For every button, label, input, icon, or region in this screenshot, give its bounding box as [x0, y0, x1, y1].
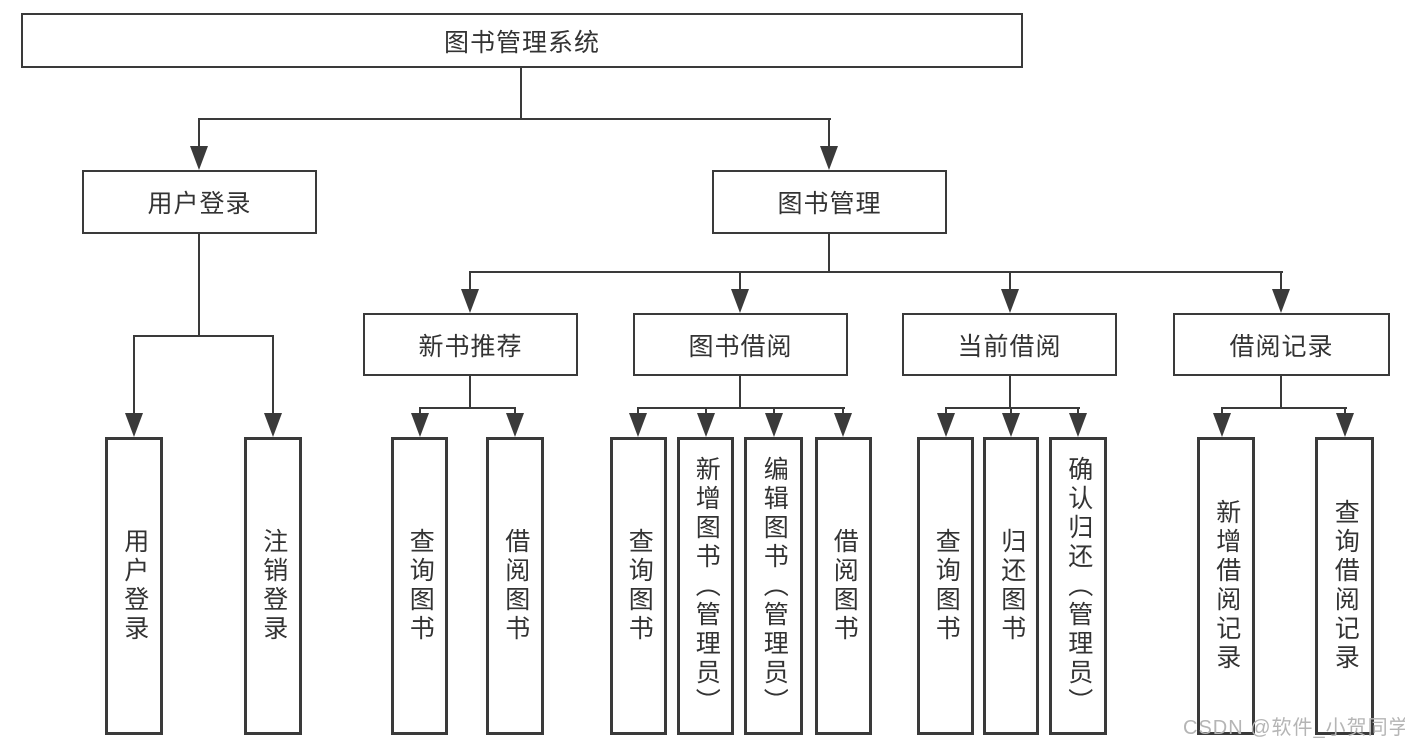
arrow-down-icon: [765, 413, 783, 437]
connector-leaf-stem: [773, 407, 775, 417]
connector-leaf-stem: [1344, 407, 1346, 417]
connector-user-login-stem: [198, 118, 200, 152]
node-user-login: 用户登录: [82, 170, 317, 234]
node-leaf-add-book-admin: 新增图书（管理员）: [677, 437, 734, 735]
node-leaf-user-login: 用户登录: [105, 437, 163, 735]
arrow-down-icon: [1069, 413, 1087, 437]
connector-leaf-stem: [133, 335, 135, 415]
connector-borrow-record-stem: [1280, 271, 1282, 291]
node-leaf-add-borrow-record: 新增借阅记录: [1197, 437, 1255, 735]
connector-leaf-stem: [842, 407, 844, 417]
node-leaf-borrow-book: 借阅图书: [815, 437, 872, 735]
arrow-down-icon: [697, 413, 715, 437]
connector-borrow-record-branch: [1221, 407, 1347, 409]
arrow-down-icon: [1002, 413, 1020, 437]
connector-current-borrow-branch: [945, 407, 1080, 409]
connector-book-borrow-branch: [637, 407, 845, 409]
arrow-down-icon: [834, 413, 852, 437]
leaf-label: 归还图书: [997, 528, 1026, 644]
node-leaf-confirm-return-admin: 确认归还（管理员）: [1049, 437, 1107, 735]
arrow-down-icon: [1336, 413, 1354, 437]
leaf-label: 新增借阅记录: [1212, 499, 1241, 673]
connector-current-borrow-down: [1009, 376, 1011, 409]
leaf-label: 借阅图书: [501, 528, 530, 644]
csdn-watermark: CSDN @软件_小贺同学: [1183, 717, 1405, 739]
arrow-down-icon: [1272, 289, 1290, 313]
node-leaf-query-borrow-record: 查询借阅记录: [1315, 437, 1374, 735]
arrow-down-icon: [1213, 413, 1231, 437]
arrow-down-icon: [264, 413, 282, 437]
connector-book-mgmt-stem: [828, 118, 830, 152]
arrow-down-icon: [190, 146, 208, 170]
leaf-label: 查询图书: [932, 528, 961, 644]
arrow-down-icon: [461, 289, 479, 313]
connector-leaf-stem: [637, 407, 639, 417]
connector-book-mgmt-down: [828, 233, 830, 273]
node-book-borrow: 图书借阅: [633, 313, 848, 376]
arrow-down-icon: [411, 413, 429, 437]
leaf-label: 新增图书（管理员）: [692, 455, 721, 717]
leaf-label: 查询图书: [406, 528, 435, 644]
node-leaf-edit-book-admin: 编辑图书（管理员）: [744, 437, 803, 735]
connector-leaf-stem: [272, 335, 274, 415]
connector-level2-branch: [198, 118, 831, 120]
arrow-down-icon: [937, 413, 955, 437]
leaf-label: 注销登录: [259, 528, 288, 644]
leaf-label: 用户登录: [120, 528, 149, 644]
connector-user-login-down: [198, 233, 200, 336]
node-leaf-query-book-current: 查询图书: [917, 437, 974, 735]
connector-leaf-stem: [705, 407, 707, 417]
arrow-down-icon: [1001, 289, 1019, 313]
node-leaf-borrow-book-recommend: 借阅图书: [486, 437, 544, 735]
connector-borrow-record-down: [1280, 376, 1282, 409]
connector-leaf-stem: [1221, 407, 1223, 417]
arrow-down-icon: [820, 146, 838, 170]
connector-level3-branch: [469, 271, 1283, 273]
connector-new-book-branch: [419, 407, 516, 409]
node-book-management: 图书管理: [712, 170, 947, 234]
connector-new-book-stem: [469, 271, 471, 291]
connector-root-stem: [520, 67, 522, 119]
node-leaf-query-book-recommend: 查询图书: [391, 437, 448, 735]
leaf-label: 确认归还（管理员）: [1064, 455, 1093, 717]
connector-leaf-stem: [945, 407, 947, 417]
node-leaf-logout: 注销登录: [244, 437, 302, 735]
leaf-label: 查询借阅记录: [1331, 499, 1360, 673]
connector-leaf-stem: [1010, 407, 1012, 417]
connector-new-book-down: [469, 376, 471, 409]
connector-leaf-stem: [419, 407, 421, 417]
node-new-book-recommend: 新书推荐: [363, 313, 578, 376]
leaf-label: 查询图书: [625, 528, 654, 644]
leaf-label: 编辑图书（管理员）: [760, 455, 789, 717]
arrow-down-icon: [506, 413, 524, 437]
connector-book-borrow-stem: [739, 271, 741, 291]
connector-book-borrow-down: [739, 376, 741, 409]
node-borrow-record: 借阅记录: [1173, 313, 1390, 376]
node-current-borrow: 当前借阅: [902, 313, 1117, 376]
node-leaf-return-book: 归还图书: [983, 437, 1039, 735]
leaf-label: 借阅图书: [830, 528, 859, 644]
node-library-system: 图书管理系统: [21, 13, 1023, 68]
connector-leaf-stem: [514, 407, 516, 417]
connector-user-login-branch: [133, 335, 274, 337]
node-leaf-query-book-borrow: 查询图书: [610, 437, 667, 735]
arrow-down-icon: [629, 413, 647, 437]
connector-current-borrow-stem: [1009, 271, 1011, 291]
arrow-down-icon: [731, 289, 749, 313]
arrow-down-icon: [125, 413, 143, 437]
connector-leaf-stem: [1077, 407, 1079, 417]
